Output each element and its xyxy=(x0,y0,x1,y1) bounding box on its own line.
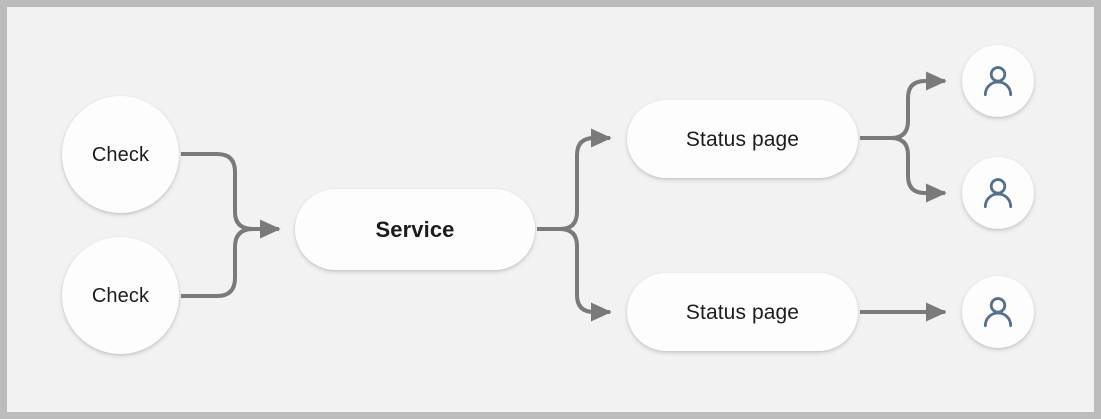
node-user-2[interactable] xyxy=(962,157,1034,229)
node-service-label: Service xyxy=(375,216,455,242)
edge-check2-to-service xyxy=(181,227,275,298)
node-user-3[interactable] xyxy=(962,276,1034,348)
user-icon xyxy=(983,66,1013,97)
node-status-page-1[interactable]: Status page xyxy=(627,100,858,178)
node-status-page-1-label: Status page xyxy=(685,127,800,151)
node-check-2-label: Check xyxy=(91,284,150,307)
node-user-1[interactable] xyxy=(962,45,1034,117)
node-service[interactable]: Service xyxy=(295,189,535,270)
edge-status1-to-user2 xyxy=(860,136,947,203)
node-layer: Check Check Service Status page Status p… xyxy=(7,7,1094,412)
user-icon xyxy=(983,178,1013,209)
node-status-page-2-label: Status page xyxy=(685,300,800,324)
user-icon xyxy=(983,297,1013,328)
node-check-1-label: Check xyxy=(91,143,150,166)
node-check-1[interactable]: Check xyxy=(62,96,179,213)
node-check-2[interactable]: Check xyxy=(62,237,179,354)
connector-layer xyxy=(181,71,947,322)
node-status-page-2[interactable]: Status page xyxy=(627,273,858,351)
edge-service-to-status2 xyxy=(537,227,612,322)
